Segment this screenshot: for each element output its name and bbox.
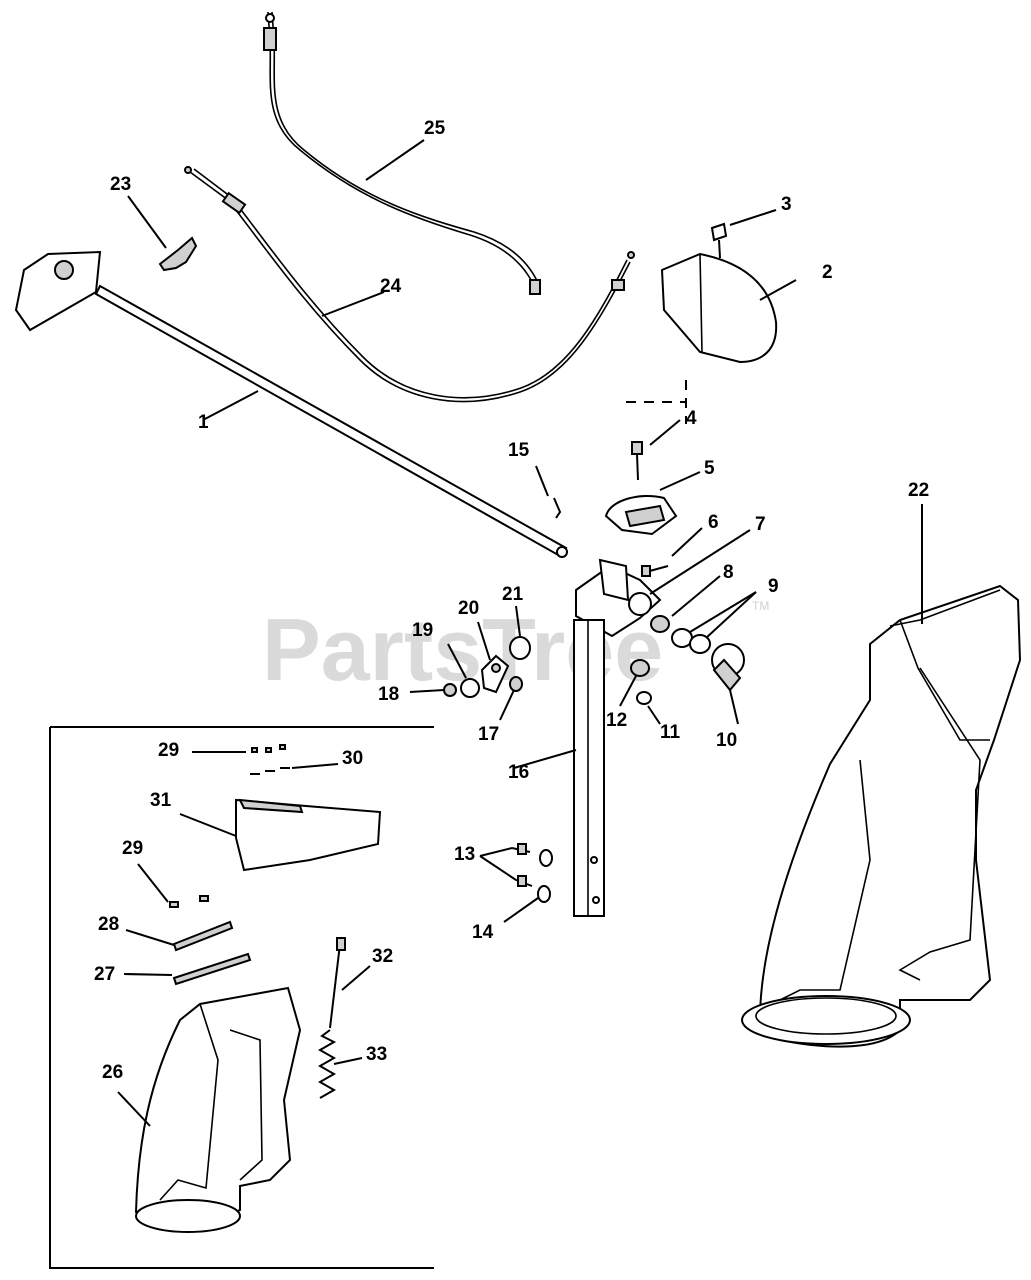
part-bracket-23	[158, 236, 198, 272]
callout-2: 2	[822, 262, 833, 283]
callout-25: 25	[424, 118, 446, 139]
callout-17: 17	[478, 724, 499, 745]
part-washer-19	[460, 678, 480, 698]
part-gear-5	[604, 495, 678, 536]
callout-29-top: 29	[158, 740, 179, 761]
part-bolt-4	[631, 441, 643, 481]
watermark-trademark: TM	[752, 599, 769, 613]
part-cam-20	[480, 654, 510, 694]
part-washer-11	[636, 691, 652, 705]
part-cable-24	[184, 166, 635, 403]
callout-3: 3	[781, 194, 792, 215]
callout-23: 23	[110, 174, 131, 195]
part-strip-28	[172, 920, 234, 952]
callout-21: 21	[502, 584, 524, 605]
callout-8: 8	[723, 562, 734, 583]
part-strip-27	[172, 952, 252, 986]
part-gear-10	[711, 643, 745, 692]
part-bushing-8	[650, 615, 670, 633]
callout-16: 16	[508, 762, 529, 783]
callout-27: 27	[94, 964, 115, 985]
callout-5: 5	[704, 458, 715, 479]
part-hardware-29-mid	[169, 895, 209, 908]
callout-28: 28	[98, 914, 119, 935]
part-nut-12	[630, 659, 650, 677]
part-nut-18	[443, 683, 457, 697]
callout-1: 1	[198, 412, 209, 433]
part-spacer-21	[509, 636, 531, 660]
part-cable-25	[263, 11, 541, 295]
callout-33: 33	[366, 1044, 387, 1065]
callout-13: 13	[454, 844, 475, 865]
part-washer-7	[628, 592, 652, 616]
callout-29-mid: 29	[122, 838, 143, 859]
part-chute-22	[741, 584, 1022, 1048]
part-rod-1	[14, 250, 568, 558]
part-bracket-16	[573, 558, 662, 917]
part-screw-6	[641, 565, 669, 577]
part-washers-14	[537, 849, 553, 903]
part-washers-9	[671, 628, 711, 654]
callout-12: 12	[606, 710, 627, 731]
callout-7: 7	[755, 514, 766, 535]
inset-frame	[49, 726, 434, 1269]
callout-26: 26	[102, 1062, 123, 1083]
part-cover-31	[235, 798, 382, 872]
callout-24: 24	[380, 276, 402, 297]
callout-19: 19	[412, 620, 433, 641]
part-chute-26	[134, 986, 302, 1233]
part-spring-17	[509, 676, 523, 692]
callout-31: 31	[150, 790, 172, 811]
part-cover-2	[660, 252, 778, 364]
callout-11: 11	[660, 722, 681, 743]
callout-4: 4	[686, 408, 697, 429]
callout-18: 18	[378, 684, 399, 705]
part-hardware-30	[250, 767, 290, 775]
callout-22: 22	[908, 480, 929, 501]
callout-20: 20	[458, 598, 479, 619]
part-pin-15	[553, 497, 562, 519]
part-screw-3	[710, 222, 728, 259]
part-bolts-13	[511, 843, 533, 887]
callout-14: 14	[472, 922, 494, 943]
part-hardware-29-top	[251, 744, 286, 753]
callout-9: 9	[768, 576, 779, 597]
callout-6: 6	[708, 512, 719, 533]
part-spring-33	[317, 1029, 337, 1099]
callout-10: 10	[716, 730, 737, 751]
callout-32: 32	[372, 946, 393, 967]
part-rod-32	[329, 937, 346, 1029]
callout-15: 15	[508, 440, 530, 461]
callout-30: 30	[342, 748, 363, 769]
